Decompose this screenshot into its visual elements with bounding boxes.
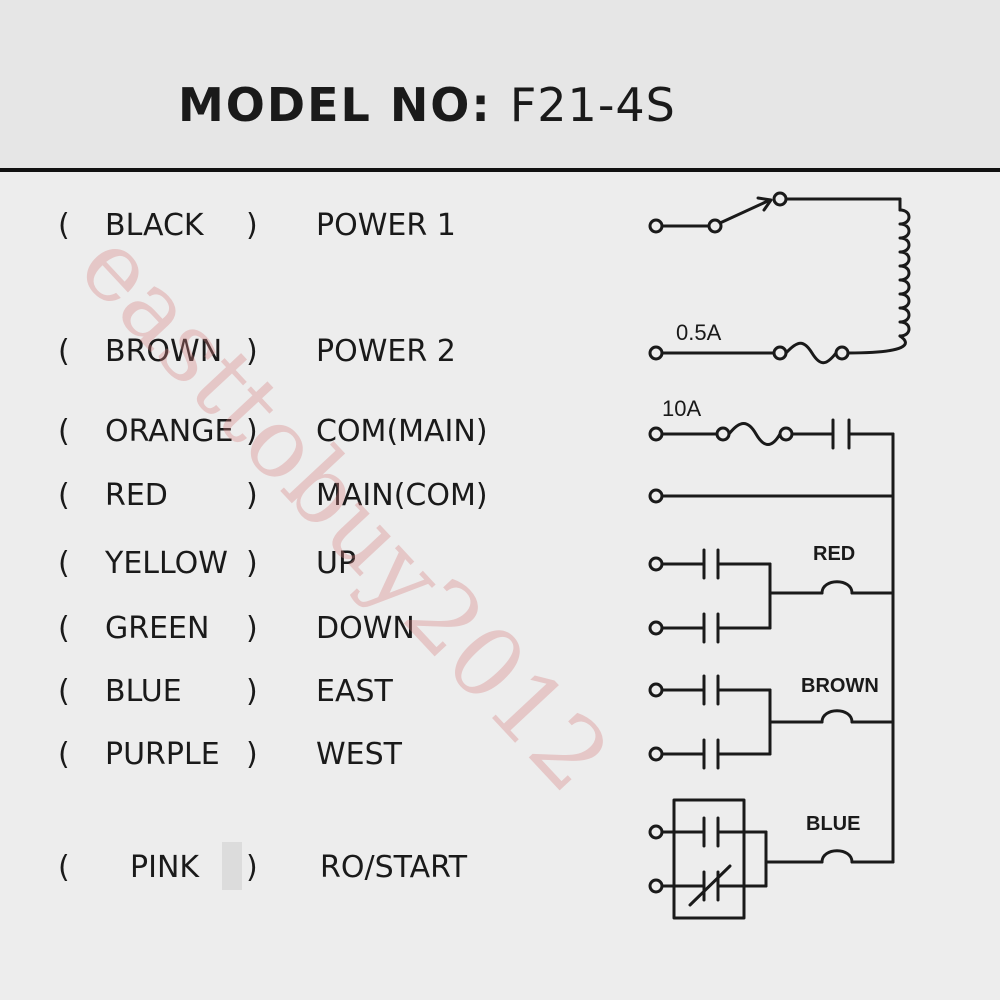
wiring-panel: [0, 172, 1000, 1000]
paren-open: (: [58, 737, 70, 772]
main-com-line: [648, 488, 895, 504]
wire-color: ORANGE: [105, 414, 234, 449]
wire-color: YELLOW: [105, 546, 228, 581]
wire-function: WEST: [316, 737, 402, 772]
wire-function: EAST: [316, 674, 393, 709]
header-divider: [0, 168, 1000, 172]
paren-open: (: [58, 850, 70, 885]
highlight-box: [222, 842, 242, 890]
east-west-contacts: [648, 674, 895, 770]
model-number: F21-4S: [509, 78, 676, 132]
header-band: [0, 0, 1000, 170]
paren-close: ): [246, 850, 258, 885]
load-label-red: RED: [813, 543, 855, 565]
model-label: MODEL NO:: [178, 78, 492, 132]
load-label-brown: BROWN: [801, 675, 879, 697]
transformer-coil: [846, 197, 911, 355]
paren-open: (: [58, 208, 70, 243]
paren-close: ): [246, 334, 258, 369]
paren-open: (: [58, 478, 70, 513]
load-label-blue: BLUE: [806, 813, 860, 835]
wire-function: UP: [316, 546, 357, 581]
wire-color: GREEN: [105, 611, 210, 646]
paren-open: (: [58, 674, 70, 709]
paren-close: ): [246, 478, 258, 513]
wire-function: POWER 1: [316, 208, 456, 243]
model-title: MODEL NO: F21-4S: [178, 78, 676, 132]
power-switch: [648, 191, 902, 234]
fuse-label-10a: 10A: [662, 396, 701, 421]
paren-open: (: [58, 611, 70, 646]
wire-color: BLACK: [105, 208, 204, 243]
wire-color: PINK: [130, 850, 200, 885]
fuse-label-0-5a: 0.5A: [676, 320, 722, 345]
paren-close: ): [246, 611, 258, 646]
wire-color: BLUE: [105, 674, 182, 709]
paren-close: ): [246, 737, 258, 772]
paren-close: ): [246, 414, 258, 449]
wire-color: PURPLE: [105, 737, 220, 772]
fuse-10a-line: [648, 418, 895, 450]
paren-close: ): [246, 546, 258, 581]
paren-open: (: [58, 334, 70, 369]
wire-function: COM(MAIN): [316, 414, 488, 449]
paren-close: ): [246, 674, 258, 709]
wire-function: POWER 2: [316, 334, 456, 369]
wire-function: MAIN(COM): [316, 478, 488, 513]
up-down-contacts: [648, 548, 895, 644]
wire-function: RO/START: [320, 850, 468, 885]
paren-open: (: [58, 546, 70, 581]
wire-color: RED: [105, 478, 168, 513]
fuse-0-5a: [648, 341, 850, 365]
start-contacts: [648, 798, 895, 920]
wire-color: BROWN: [105, 334, 223, 369]
paren-close: ): [246, 208, 258, 243]
paren-open: (: [58, 414, 70, 449]
wire-function: DOWN: [316, 611, 415, 646]
